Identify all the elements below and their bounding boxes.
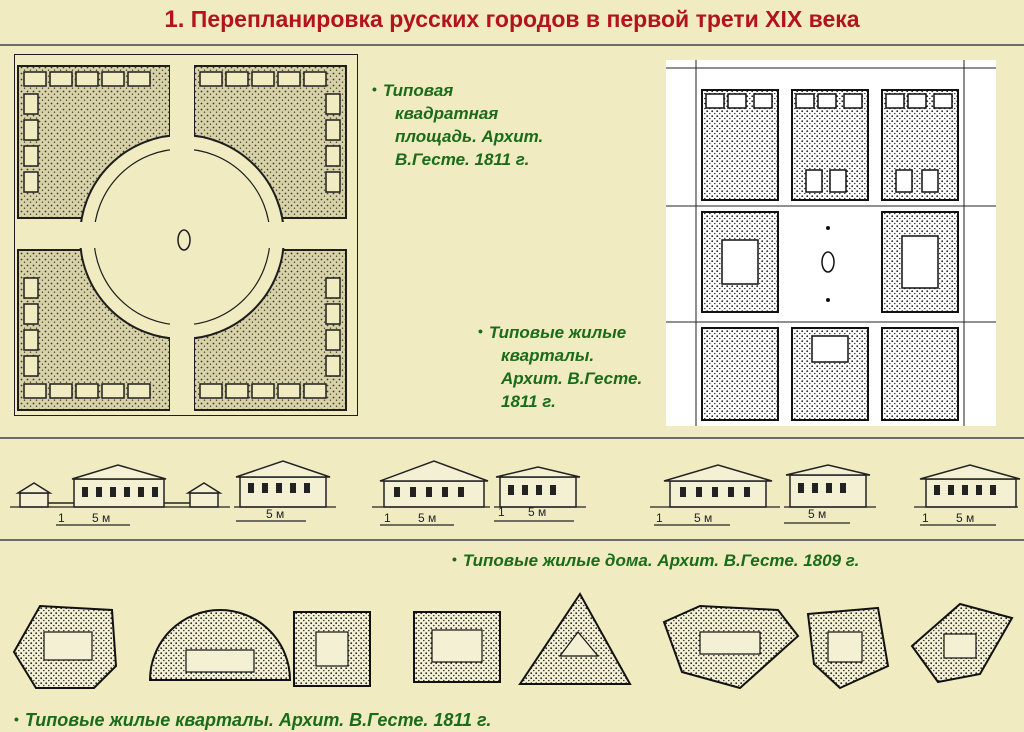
page-title: 1. Перепланировка русских городов в перв… xyxy=(0,6,1024,34)
scale-3-unit: 1 xyxy=(384,511,391,525)
caption-square: • Типовая квадратная площадь. Архит. В.Ге… xyxy=(372,78,543,171)
facades-drawing: 1 5 м 5 м 1 5 м 1 5 м 1 5 м 5 м 1 5 м xyxy=(0,441,1024,539)
blocks-drawing xyxy=(0,592,1024,702)
scale-6-label: 5 м xyxy=(808,507,827,521)
caption-bottom: • Типовые жилые кварталы. Архит. В.Гесте.… xyxy=(14,708,491,732)
scale-2-label: 5 м xyxy=(266,507,285,521)
scale-1-label: 5 м xyxy=(92,511,111,525)
scale-7-label: 5 м xyxy=(956,511,975,525)
scale-5-unit: 1 xyxy=(656,511,663,525)
scale-3-label: 5 м xyxy=(418,511,437,525)
scale-7-unit: 1 xyxy=(922,511,929,525)
scale-1-unit: 1 xyxy=(58,511,65,525)
bullet-icon: • xyxy=(372,81,377,97)
divider-top xyxy=(0,437,1024,439)
caption-houses: • Типовые жилые дома. Архит. В.Гесте. 180… xyxy=(452,548,859,572)
scale-4-unit: 1 xyxy=(498,505,505,519)
caption-quarters-line1: Типовые жилые xyxy=(488,323,627,342)
scale-5-label: 5 м xyxy=(694,511,713,525)
caption-square-line3: площадь. Архит. xyxy=(395,127,544,146)
caption-quarters-line3: Архит. В.Гесте. xyxy=(501,369,643,388)
caption-bottom-line1: Типовые жилые кварталы. Архит. В.Гесте. … xyxy=(24,710,492,730)
quarters-plan-svg xyxy=(666,60,996,426)
caption-quarters-line2: кварталы. xyxy=(501,346,595,365)
bullet-icon: • xyxy=(452,551,457,567)
title-text: Перепланировка русских городов в первой … xyxy=(184,6,860,32)
scale-4-label: 5 м xyxy=(528,505,547,519)
caption-quarters: • Типовые жилые кварталы. Архит. В.Гесте.… xyxy=(478,320,642,413)
quarters-plan-drawing xyxy=(666,60,996,426)
facades-svg xyxy=(10,460,1021,526)
blocks-svg xyxy=(12,592,1014,690)
caption-quarters-line4: 1811 г. xyxy=(501,392,556,411)
title-bar: 1. Перепланировка русских городов в перв… xyxy=(0,0,1024,46)
divider-bottom xyxy=(0,539,1024,541)
caption-square-line1: Типовая xyxy=(382,81,454,100)
square-plan-svg xyxy=(14,54,358,416)
square-plan-drawing xyxy=(14,54,358,416)
title-number: 1. xyxy=(164,6,185,33)
bullet-icon: • xyxy=(478,323,483,339)
caption-square-line2: квадратная xyxy=(395,104,499,123)
bullet-icon: • xyxy=(14,711,19,727)
caption-houses-line1: Типовые жилые дома. Архит. В.Гесте. 1809… xyxy=(462,551,860,570)
caption-square-line4: В.Гесте. 1811 г. xyxy=(395,150,530,169)
